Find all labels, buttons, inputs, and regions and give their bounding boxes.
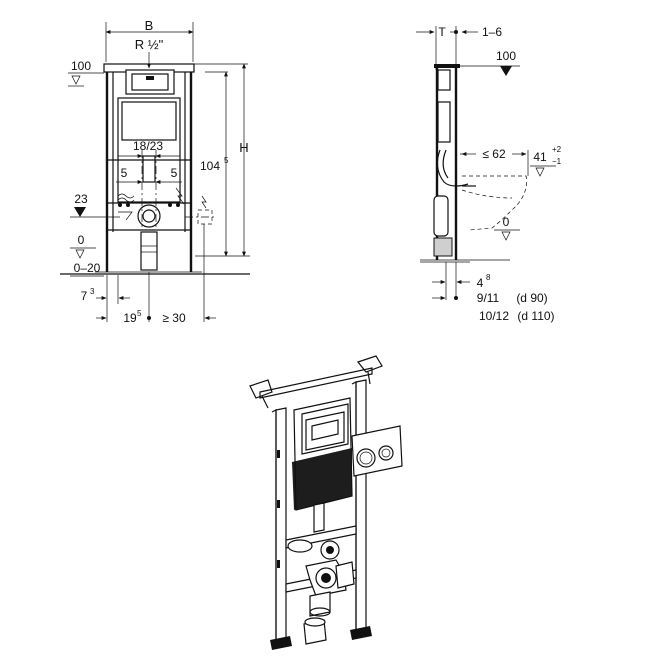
wc-bowl-outline bbox=[461, 175, 528, 231]
product-illustration bbox=[249, 355, 403, 650]
label-5-right: 5 bbox=[171, 166, 178, 180]
water-symbol bbox=[117, 193, 135, 221]
side-view: T 1–6 bbox=[416, 25, 562, 323]
dimension-t: T 1–6 bbox=[416, 25, 502, 70]
label-9-11: 9/11 bbox=[477, 291, 500, 305]
label-7: 7 bbox=[81, 289, 88, 303]
front-view: B R ½" bbox=[60, 18, 250, 325]
label-104-sup: 5 bbox=[224, 156, 229, 165]
label-7-sup: 3 bbox=[90, 287, 95, 296]
label-1-6: 1–6 bbox=[482, 25, 502, 39]
label-41-sub: −1 bbox=[552, 157, 562, 166]
label-4: 4 bbox=[477, 276, 484, 290]
label-10-12: 10/12 bbox=[479, 309, 509, 323]
label-0-front: 0 bbox=[78, 233, 85, 247]
dimension-bottom: 7 3 19 5 ≥ 30 bbox=[81, 224, 216, 325]
label-100-side: 100 bbox=[496, 49, 516, 63]
dimension-height: H 104 5 bbox=[170, 63, 250, 257]
dimension-bottom-side: 4 8 9/11 (d 90) 10/12 (d 110) bbox=[432, 262, 555, 323]
label-0-side: 0 bbox=[503, 215, 510, 229]
frame-side bbox=[420, 64, 510, 263]
label-r-thread: R ½" bbox=[135, 37, 164, 52]
level-0-side: 0 bbox=[494, 215, 520, 241]
label-18-23: 18/23 bbox=[133, 139, 163, 153]
label-h: H bbox=[239, 140, 248, 155]
label-100-front: 100 bbox=[71, 59, 91, 73]
label-d110: (d 110) bbox=[517, 309, 554, 323]
label-d90: (d 90) bbox=[516, 291, 547, 305]
level-41-side: 41 +2 −1 bbox=[530, 145, 562, 177]
dimension-b: B R ½" bbox=[105, 18, 194, 69]
label-le62: ≤ 62 bbox=[482, 147, 506, 161]
label-23-front: 23 bbox=[74, 192, 88, 206]
level-23-front: 23 bbox=[70, 192, 120, 218]
frame-front bbox=[60, 63, 250, 275]
level-100-side: 100 bbox=[460, 49, 520, 76]
dimension-le62: ≤ 62 bbox=[460, 147, 529, 176]
label-5-left: 5 bbox=[121, 166, 128, 180]
label-b: B bbox=[145, 18, 154, 33]
label-104: 104 bbox=[200, 159, 220, 173]
electric-symbol bbox=[175, 187, 215, 225]
label-19-sup: 5 bbox=[137, 309, 142, 318]
label-0-20: 0–20 bbox=[74, 261, 101, 275]
level-0-front: 0 0–20 bbox=[70, 233, 104, 277]
label-41: 41 bbox=[533, 150, 547, 164]
label-41-sup: +2 bbox=[552, 145, 562, 154]
label-t: T bbox=[438, 25, 446, 39]
label-19: 19 bbox=[123, 311, 137, 325]
label-4-sup: 8 bbox=[486, 273, 491, 282]
label-ge30: ≥ 30 bbox=[162, 311, 186, 325]
dimension-18-23: 18/23 5 5 bbox=[116, 139, 182, 230]
level-100-front: 100 bbox=[68, 59, 104, 87]
